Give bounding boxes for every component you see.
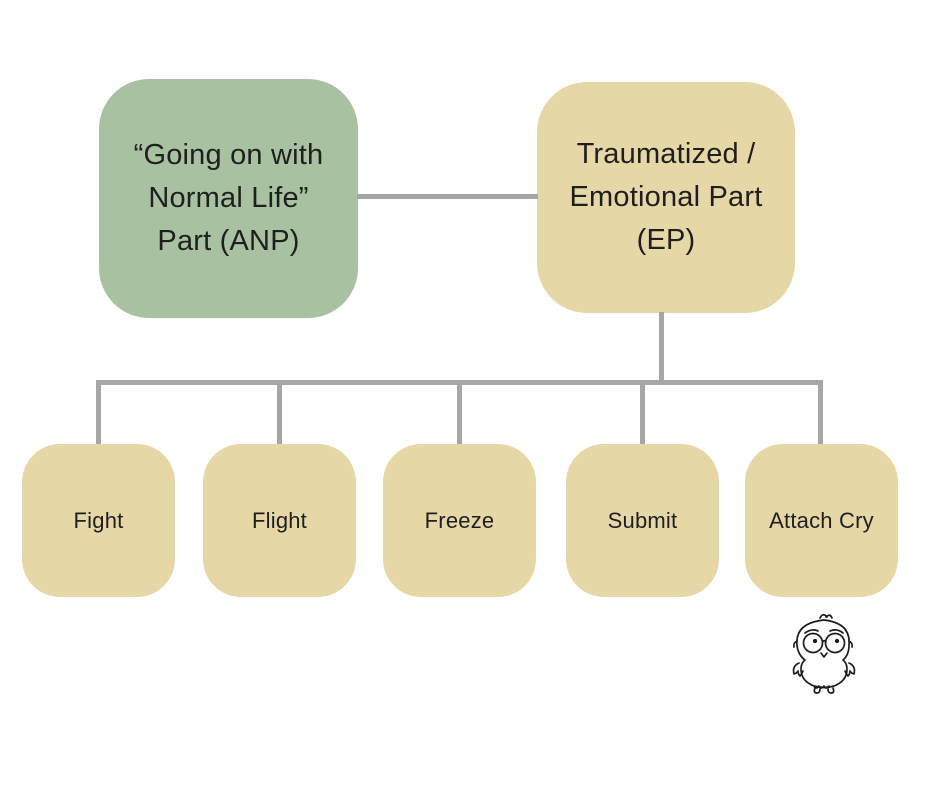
node-anp: “Going on with Normal Life” Part (ANP) — [99, 79, 358, 318]
node-attach-cry-label: Attach Cry — [769, 507, 874, 533]
node-ep-line-1: Traumatized / — [576, 138, 756, 170]
node-ep-line-3: (EP) — [636, 224, 696, 256]
connector-drop-freeze — [457, 383, 462, 445]
node-ep: Traumatized / Emotional Part (EP) — [537, 82, 795, 313]
node-anp-line-3: Part (ANP) — [157, 225, 300, 257]
node-submit: Submit — [566, 444, 719, 597]
baby-owl-mascot-icon — [792, 613, 856, 694]
node-flight-label: Flight — [252, 507, 307, 533]
node-submit-label: Submit — [607, 507, 678, 533]
node-anp-line-2: Normal Life” — [148, 182, 309, 214]
node-anp-line-1: “Going on with — [133, 139, 324, 171]
connector-anp-ep — [357, 194, 538, 199]
connector-drop-attach-cry — [818, 383, 823, 445]
connector-drop-fight — [96, 383, 101, 445]
node-ep-line-2: Emotional Part — [569, 181, 763, 213]
connector-drop-submit — [640, 383, 645, 445]
connector-drop-flight — [277, 383, 282, 445]
node-freeze: Freeze — [383, 444, 536, 597]
node-flight: Flight — [203, 444, 356, 597]
node-fight-label: Fight — [73, 507, 124, 533]
node-freeze-label: Freeze — [424, 507, 495, 533]
connector-ep-vertical — [659, 312, 664, 382]
node-attach-cry: Attach Cry — [745, 444, 898, 597]
node-fight: Fight — [22, 444, 175, 597]
connector-horizontal-bus — [96, 380, 823, 385]
